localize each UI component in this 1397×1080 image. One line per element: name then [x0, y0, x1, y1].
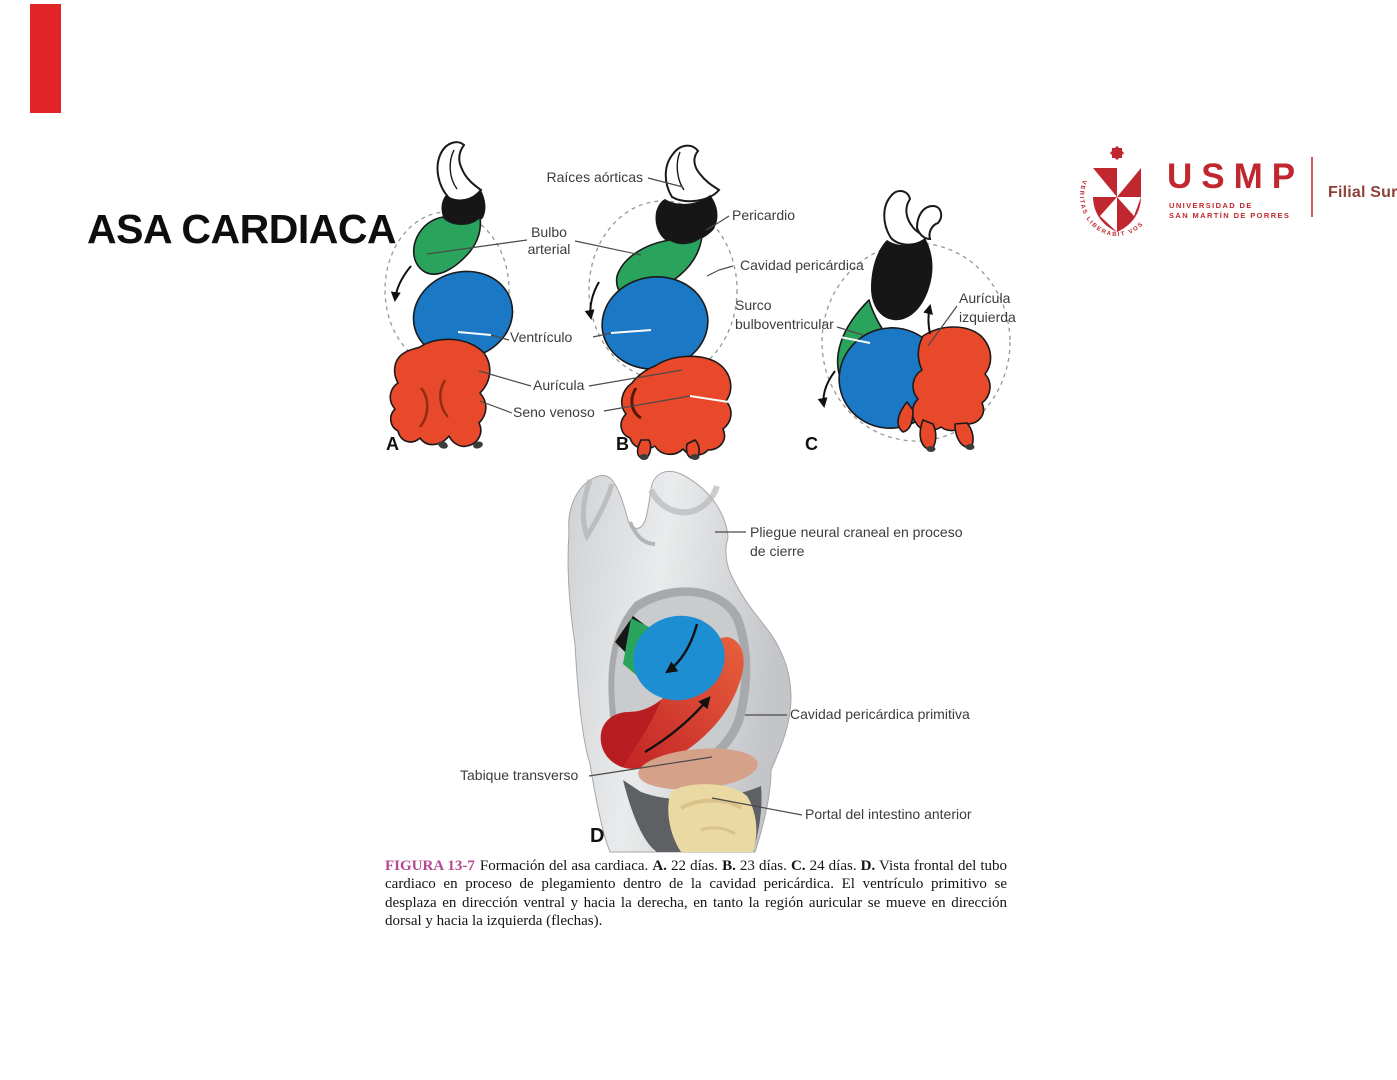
usmp-shield-icon: VERITAS LIBERABIT VOS [1078, 145, 1144, 238]
label-auricula-izquierda-line2: izquierda [959, 309, 1016, 325]
panel-letter-a: A [386, 434, 399, 454]
aortic-roots-shape-a [436, 141, 483, 202]
heart-diagram-b [584, 144, 738, 460]
page-title: ASA CARDIACA [87, 206, 397, 252]
label-ventriculo: Ventrículo [510, 329, 572, 345]
star-icon [1109, 145, 1125, 161]
figure-caption-tag: FIGURA 13-7 [385, 858, 475, 874]
foregut-portal-shape [668, 784, 757, 852]
atrium-motion-arrow [644, 696, 711, 754]
usmp-logo: VERITAS LIBERABIT VOS USMP UNIVERSIDAD D… [1076, 140, 1397, 252]
septum-transversum-shape [638, 748, 758, 790]
atrium-sinus-shape-b [620, 355, 732, 456]
aortic-roots-shape-c2 [915, 204, 943, 241]
label-pliegue-neural-line1: Pliegue neural craneal en proceso [750, 524, 963, 540]
label-raices-aorticas: Raíces aórticas [547, 169, 643, 185]
truncus-shape-a [441, 190, 486, 226]
looping-arrow-b [584, 281, 600, 320]
label-seno-venoso: Seno venoso [513, 404, 595, 420]
looping-arrow-c-up [923, 304, 933, 335]
atrium-shape-c [911, 326, 992, 432]
label-pericardio: Pericardio [732, 207, 795, 223]
shield-pinwheel [1093, 168, 1141, 232]
label-tabique-transverso: Tabique transverso [460, 767, 579, 783]
panel-letter-b: B [616, 434, 629, 454]
label-cavidad-pericardica: Cavidad pericárdica [740, 257, 864, 273]
label-surco-line2: bulboventricular [735, 316, 834, 332]
figure-caption-text: Formación del asa cardiaca. A. 22 días. … [385, 858, 1007, 930]
panel-letter-d: D [590, 825, 604, 847]
label-bulbo-arterial-line1: Bulbo [531, 224, 567, 240]
figure-image: Raíces aórticas Bulbo arterial Ventrícul… [383, 140, 1033, 945]
logo-divider [1311, 157, 1313, 217]
pericardium-dashed-outline-c [821, 242, 1011, 442]
logo-university-line1: UNIVERSIDAD DE [1169, 201, 1253, 210]
panel-letter-c: C [805, 434, 818, 454]
label-bulbo-arterial-line2: arterial [528, 241, 571, 257]
heart-diagram-c [817, 190, 1011, 452]
truncus-shape-c [871, 238, 933, 321]
figure-labels: Raíces aórticas Bulbo arterial Ventrícul… [386, 169, 1016, 847]
looping-arrow-a [390, 265, 412, 302]
label-cavidad-pericardica-primitiva: Cavidad pericárdica primitiva [790, 706, 970, 722]
bulbus-shape-a [412, 216, 482, 275]
logo-university-line2: SAN MARTÍN DE PORRES [1169, 211, 1291, 220]
truncus-shape-b [655, 195, 718, 245]
label-pliegue-neural-line2: de cierre [750, 543, 805, 559]
leader-lines [426, 177, 958, 816]
label-portal-intestino: Portal del intestino anterior [805, 806, 972, 822]
ventricle-motion-arrow [665, 623, 699, 674]
label-auricula: Aurícula [533, 377, 585, 393]
heart-diagram-a [384, 141, 514, 449]
aortic-roots-shape-b [664, 144, 721, 203]
logo-acronym: USMP [1167, 157, 1305, 196]
slide-accent-bar [30, 4, 61, 113]
logo-branch-label: Filial Sur [1328, 184, 1397, 201]
label-surco-line1: Surco [735, 297, 772, 313]
ventricle-shape-d [633, 615, 725, 701]
embryo-diagram-d [567, 470, 792, 853]
looping-arrow-c-down [817, 370, 836, 408]
label-auricula-izquierda-line1: Aurícula [959, 290, 1011, 306]
